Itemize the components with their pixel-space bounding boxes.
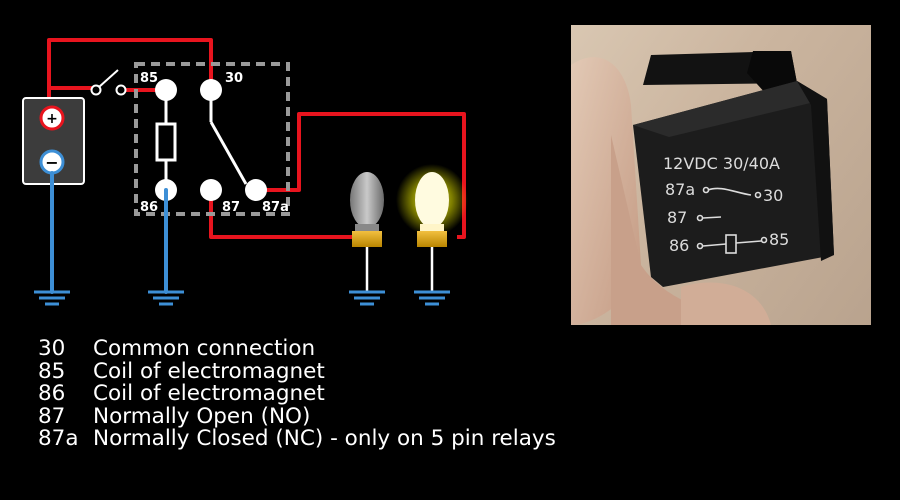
- lamp-off: [350, 172, 384, 292]
- relay-marking-86: 86: [669, 236, 689, 255]
- lamp-lit: [396, 164, 468, 292]
- relay-coil: [155, 122, 177, 162]
- pin-87-label: 87: [222, 200, 240, 215]
- ground-icon: [34, 290, 70, 306]
- battery-positive-terminal: [39, 105, 65, 131]
- legend-pin: 87: [38, 403, 66, 429]
- ground-icon: [414, 290, 450, 306]
- wire-87a-to-lamp-right: [256, 112, 466, 239]
- battery-plus-sign: +: [46, 111, 58, 127]
- pin-30: [200, 79, 222, 101]
- legend-description: Coil of electromagnet: [93, 358, 325, 384]
- ground-icon: [349, 290, 385, 306]
- ground-connections: [50, 171, 168, 294]
- relay-photo-drawing: 12VDC 30/40A 87a 30 87 86 85: [571, 51, 834, 325]
- pin-86-label: 86: [140, 200, 158, 215]
- legend-description: Common connection: [93, 336, 316, 361]
- pin-87a-label: 87a: [262, 200, 289, 215]
- legend-pin: 87a: [38, 426, 79, 451]
- legend-description: Normally Closed (NC) - only on 5 pin rel…: [93, 426, 556, 451]
- relay-rating-text: 12VDC 30/40A: [663, 154, 780, 173]
- relay-schematic-print: [696, 186, 768, 254]
- relay-marking-30: 30: [763, 186, 783, 205]
- pin-30-label: 30: [225, 71, 243, 86]
- legend-pin: 85: [38, 358, 66, 384]
- fingers: [681, 282, 771, 325]
- legend-row: 85 Coil of electromagnet: [38, 358, 556, 384]
- ground-icon: [148, 290, 184, 306]
- legend-row: 86 Coil of electromagnet: [38, 381, 556, 406]
- pin-87a: [245, 179, 267, 201]
- pin-87: [200, 179, 222, 201]
- wire-87-to-lamp-left: [209, 190, 352, 239]
- relay: 85 30 86 87 87a: [134, 62, 290, 216]
- battery-minus-sign: −: [45, 153, 58, 172]
- legend-pin: 86: [38, 381, 66, 406]
- legend-description: Normally Open (NO): [93, 403, 311, 429]
- legend-description: Coil of electromagnet: [93, 381, 325, 406]
- manual-switch: [90, 69, 127, 96]
- relay-marking-85: 85: [769, 230, 789, 249]
- legend-pin: 30: [38, 336, 66, 361]
- pin-85-label: 85: [140, 71, 158, 86]
- legend-row: 87 Normally Open (NO): [38, 403, 556, 429]
- relay-marking-87a: 87a: [665, 180, 695, 199]
- relay-photo: 12VDC 30/40A 87a 30 87 86 85: [571, 25, 871, 325]
- legend-row: 87a Normally Closed (NC) - only on 5 pin …: [38, 426, 556, 451]
- pin-85: [155, 79, 177, 101]
- relay-marking-87: 87: [667, 208, 687, 227]
- battery: + −: [22, 97, 85, 185]
- legend-row: 30 Common connection: [38, 336, 556, 361]
- relay-housing: [134, 62, 290, 216]
- ground-symbols: [34, 290, 450, 306]
- relay-circuit-diagram: + − 85 30 86 87 87a: [22, 38, 468, 306]
